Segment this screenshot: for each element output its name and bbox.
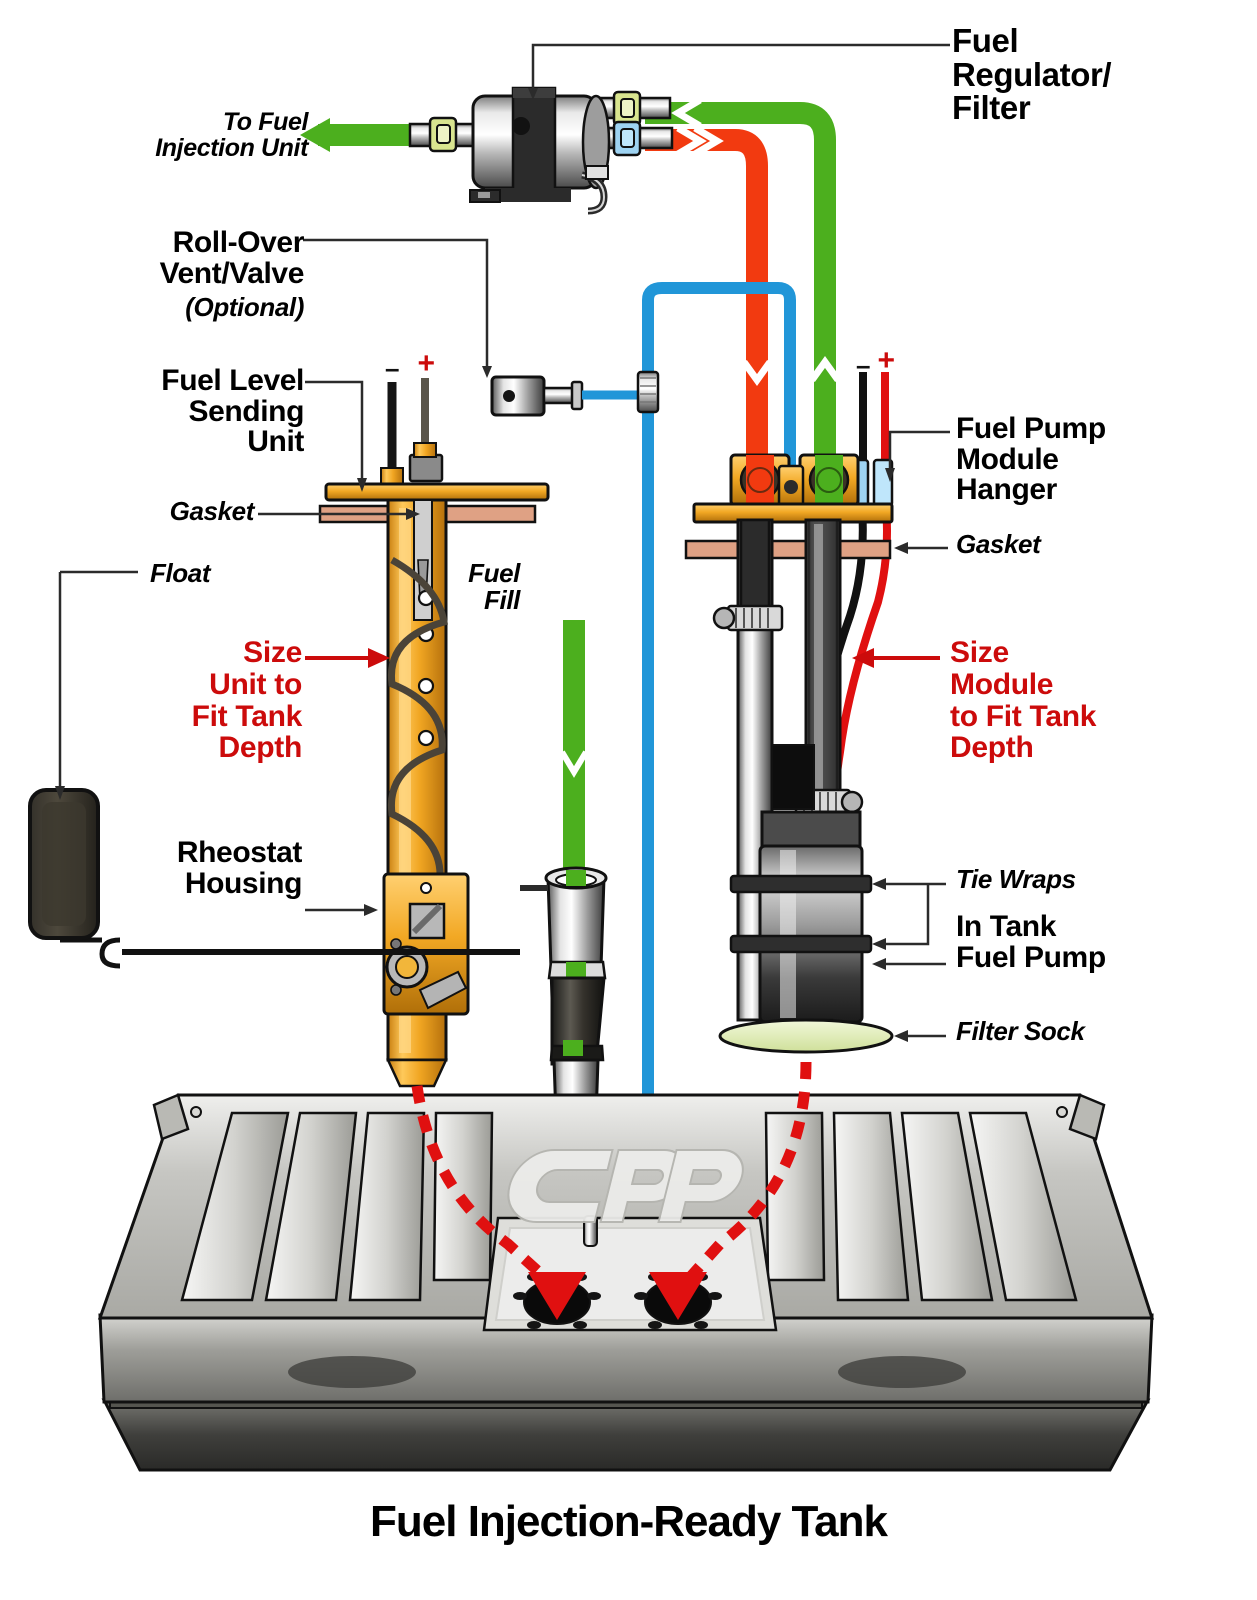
- fuel-pump-module-hanger-component: [684, 372, 950, 1054]
- label-rheostat-housing: Rheostat Housing: [176, 836, 303, 900]
- label-tie-wraps: Tie Wraps: [956, 864, 1076, 894]
- label-fuel-regulator-filter: Fuel Regulator/ Filter: [952, 22, 1112, 127]
- label-gasket-left: Gasket: [169, 496, 255, 526]
- cpp-logo: [507, 1149, 744, 1223]
- terminal-negative-right: –: [855, 350, 871, 380]
- label-filter-sock: Filter Sock: [956, 1016, 1085, 1046]
- terminal-positive-left: +: [417, 347, 435, 380]
- label-fuel-fill: Fuel Fill: [468, 558, 520, 615]
- diagram-title: Fuel Injection-Ready Tank: [370, 1497, 888, 1546]
- fuel-tank: [97, 1093, 1155, 1472]
- terminal-negative-left: –: [384, 353, 400, 383]
- label-fuel-pump-module-hanger: Fuel Pump Module Hanger: [956, 412, 1106, 507]
- label-fuel-level-sending-unit: Fuel Level Sending Unit: [161, 364, 304, 459]
- label-gasket-right: Gasket: [956, 529, 1041, 559]
- label-to-fuel-injection-unit: To Fuel Injection Unit: [155, 108, 308, 162]
- note-size-module-to-fit-tank-depth: Size Module to Fit Tank Depth: [950, 636, 1097, 765]
- fuel-regulator-filter-component: [408, 43, 950, 215]
- label-roll-over-optional: (Optional): [185, 292, 304, 322]
- label-float: Float: [150, 558, 211, 588]
- install-path-arrows: [411, 1061, 812, 1289]
- label-roll-over-vent-valve: Roll-Over Vent/Valve: [159, 226, 305, 290]
- roll-over-vent-valve-component: [303, 238, 660, 417]
- label-in-tank-fuel-pump: In Tank Fuel Pump: [956, 910, 1106, 974]
- note-size-unit-to-fit-tank-depth: Size Unit to Fit Tank Depth: [191, 636, 303, 765]
- fuel-level-sending-unit-component: [28, 378, 550, 1088]
- terminal-positive-right: +: [877, 344, 895, 377]
- fuel-fill-tube-component: [520, 620, 608, 1120]
